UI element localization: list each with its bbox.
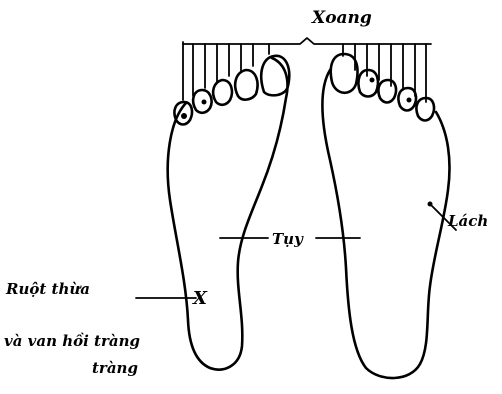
- spleen-label: Lách: [447, 212, 488, 230]
- left-toe-4-dot: [202, 100, 207, 105]
- right-big-toe: [331, 54, 358, 93]
- appendix-label-line1: Ruột thừa: [5, 280, 90, 298]
- sinus-label: Xoang: [311, 8, 372, 28]
- left-toe-5-dot: [181, 113, 187, 119]
- right-foot: [322, 54, 449, 378]
- left-toe-2: [235, 70, 257, 100]
- left-foot: [168, 56, 290, 370]
- right-toe-4-dot: [407, 98, 412, 103]
- appendix-label-line2: và van hồi tràng: [4, 332, 140, 350]
- spleen-marker: Lách: [428, 202, 489, 231]
- appendix-x-marker: X: [192, 288, 208, 309]
- left-toe-3: [213, 80, 232, 105]
- pancreas-label: Tụy: [272, 230, 304, 248]
- appendix-marker: Ruột thừa X và van hồi tràng tràng: [4, 280, 208, 377]
- right-toe-2-dot: [370, 78, 375, 83]
- right-toe-3: [378, 80, 396, 103]
- sinus-bracket: [183, 38, 431, 102]
- right-toe-2: [358, 70, 378, 97]
- appendix-label-line3: tràng: [92, 359, 138, 377]
